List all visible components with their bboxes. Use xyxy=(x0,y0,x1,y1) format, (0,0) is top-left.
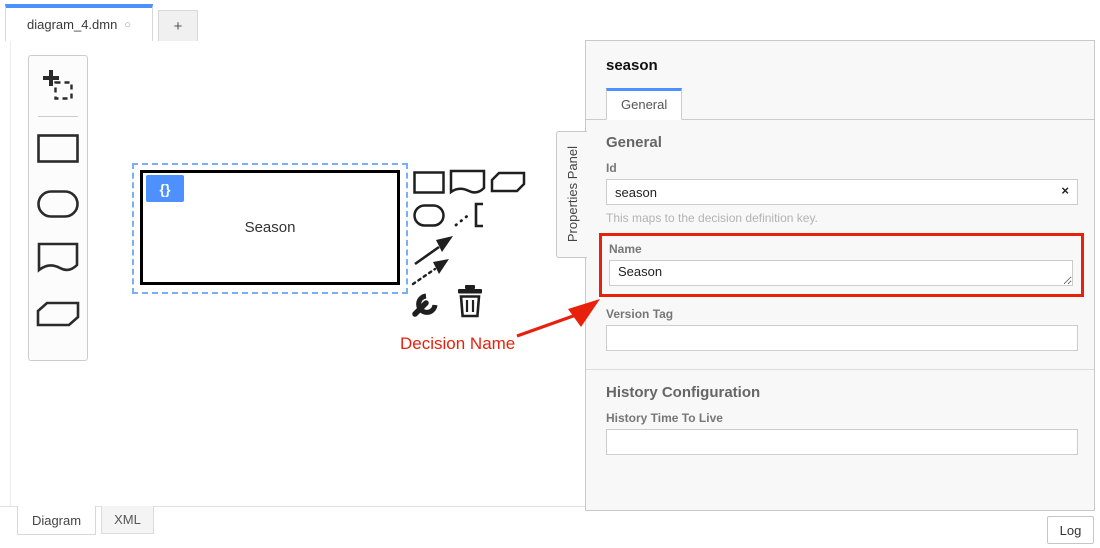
decision-label: Season xyxy=(244,219,296,236)
canvas-left-edge xyxy=(10,40,11,506)
version-tag-label: Version Tag xyxy=(606,307,674,321)
file-tab-diagram4[interactable]: diagram_4.dmn ○ xyxy=(5,4,153,41)
section-divider xyxy=(586,369,1094,370)
properties-tab-bar: General xyxy=(586,88,1094,120)
history-ttl-label: History Time To Live xyxy=(606,411,723,425)
id-field[interactable] xyxy=(606,179,1078,205)
palette xyxy=(28,55,88,361)
lasso-tool-button[interactable] xyxy=(29,56,87,114)
properties-panel-toggle-label: Properties Panel xyxy=(564,146,580,243)
connect-requirements-icon xyxy=(411,236,453,286)
history-ttl-field[interactable] xyxy=(606,429,1078,455)
create-business-knowledge-button[interactable] xyxy=(29,286,87,341)
properties-panel: Properties Panel season General General … xyxy=(556,40,1095,511)
version-tag-field[interactable] xyxy=(606,325,1078,351)
append-decision-icon xyxy=(413,171,445,194)
diagram-canvas[interactable]: {} Season xyxy=(0,40,586,507)
information-requirement-arrow xyxy=(436,236,453,252)
append-knowledge-source-icon xyxy=(449,169,486,195)
file-tab-label: diagram_4.dmn xyxy=(27,17,118,32)
create-decision-button[interactable] xyxy=(29,121,87,176)
decision-name-annotation: Decision Name xyxy=(400,334,516,353)
selected-element-title: season xyxy=(606,57,658,74)
append-input-data-icon xyxy=(413,204,445,227)
delete-button[interactable] xyxy=(454,283,486,318)
tab-diagram[interactable]: Diagram xyxy=(17,506,96,535)
properties-panel-toggle[interactable]: Properties Panel xyxy=(556,131,587,258)
input-data-shape-icon xyxy=(37,189,79,218)
selection-outline xyxy=(132,163,408,294)
name-field-highlight: Name Season xyxy=(599,233,1084,297)
id-help-text: This maps to the decision definition key… xyxy=(606,211,818,225)
history-section-heading: History Configuration xyxy=(606,384,761,401)
clear-id-icon[interactable]: × xyxy=(1061,183,1069,198)
context-pad xyxy=(411,168,531,338)
tab-xml[interactable]: XML xyxy=(101,506,154,534)
knowledge-source-shape-icon xyxy=(37,242,79,273)
knowledge-requirement-arrow xyxy=(433,259,449,274)
create-input-data-button[interactable] xyxy=(29,176,87,231)
lasso-tool-icon xyxy=(43,70,73,100)
wrench-icon xyxy=(412,293,438,317)
append-text-annotation-icon xyxy=(454,202,483,228)
trash-icon xyxy=(458,285,482,318)
append-business-knowledge-button[interactable] xyxy=(490,171,526,193)
id-field-label: Id xyxy=(606,161,617,175)
append-business-knowledge-icon xyxy=(490,171,526,193)
new-tab-button[interactable]: + xyxy=(158,10,198,41)
log-button[interactable]: Log xyxy=(1047,516,1094,544)
business-knowledge-shape-icon xyxy=(36,301,80,326)
create-knowledge-source-button[interactable] xyxy=(29,231,87,286)
name-field[interactable]: Season xyxy=(609,260,1073,286)
general-section-heading: General xyxy=(606,134,662,151)
unsaved-indicator-icon: ○ xyxy=(124,18,131,31)
tab-general[interactable]: General xyxy=(606,88,683,120)
append-decision-button[interactable] xyxy=(413,171,445,194)
decision-element-season[interactable]: {} Season xyxy=(140,170,400,285)
decision-shape-icon xyxy=(37,134,79,163)
append-text-annotation-button[interactable] xyxy=(452,199,486,231)
connect-requirement-button[interactable] xyxy=(411,234,457,286)
context-menu-badge: {} xyxy=(146,175,184,202)
change-type-button[interactable] xyxy=(411,286,444,317)
palette-separator xyxy=(38,116,78,117)
name-field-label: Name xyxy=(609,242,642,256)
append-knowledge-source-button[interactable] xyxy=(449,169,486,197)
append-input-data-button[interactable] xyxy=(413,204,445,227)
